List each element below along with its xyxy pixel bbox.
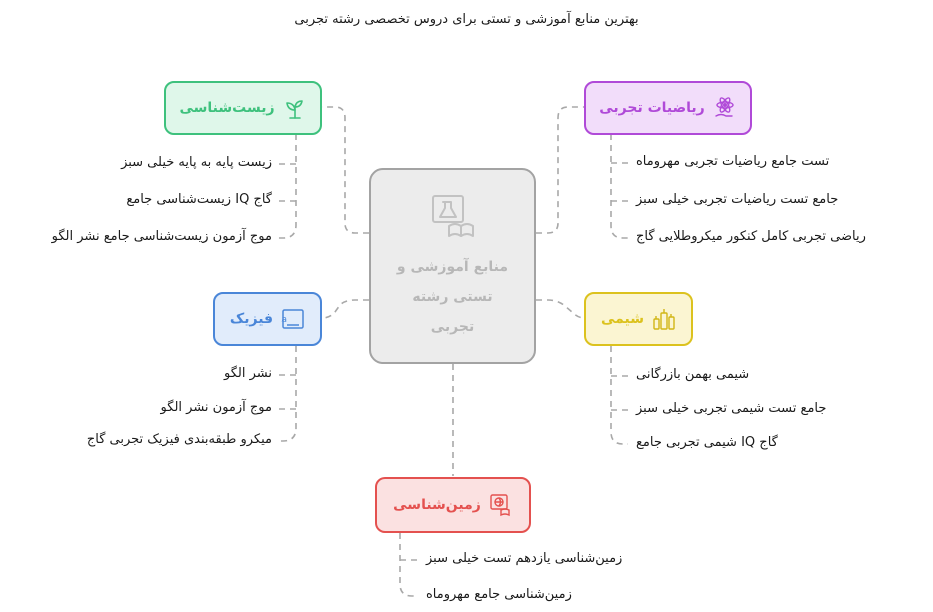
branch-geology	[399, 533, 418, 597]
node-biology-label: زیست‌شناسی	[179, 100, 275, 116]
math-item-2: جامع تست ریاضیات تجربی خیلی سبز	[636, 192, 839, 207]
chemistry-item-1: شیمی بهمن بازرگانی	[636, 367, 750, 382]
central-topic-text: منابع آموزشی و تستی رشته تجربی	[371, 252, 534, 342]
branch-math	[610, 134, 628, 239]
branch-biology	[276, 134, 297, 239]
branch-physics	[276, 346, 297, 442]
physics-item-3: میکرو طبقه‌بندی فیزیک تجربی گاج	[86, 432, 272, 447]
formula-icon: Ra	[281, 309, 304, 329]
central-line-2: تستی رشته	[412, 289, 493, 305]
central-topic: منابع آموزشی و تستی رشته تجربی	[369, 168, 536, 364]
math-item-1: تست جامع ریاضیات تجربی مهروماه	[636, 154, 830, 169]
atom-hand-icon	[715, 97, 734, 117]
node-math-label: ریاضیات تجربی	[599, 100, 705, 116]
connector-math	[536, 106, 584, 234]
node-physics: Ra فیزیک	[213, 292, 322, 346]
node-geology: زمین‌شناسی	[375, 477, 531, 533]
physics-item-1: نشر الگو	[224, 366, 272, 381]
globe-book-icon	[490, 494, 510, 517]
node-physics-label: فیزیک	[229, 311, 274, 327]
biology-item-1: زیست پایه به پایه خیلی سبز	[121, 155, 272, 170]
math-item-3: ریاضی تجربی کامل کنکور میکروطلایی گاج	[636, 229, 866, 244]
lab-book-icon	[432, 195, 474, 237]
plant-icon	[285, 100, 303, 119]
biology-item-2: گاج IQ زیست‌شناسی جامع	[126, 192, 272, 207]
node-biology: زیست‌شناسی	[164, 81, 322, 135]
svg-text:Ra: Ra	[281, 315, 287, 325]
chemistry-item-3: گاج IQ شیمی تجربی جامع	[636, 435, 778, 450]
connector-chemistry	[536, 299, 585, 319]
page-title: بهترین منابع آموزشی و تستی برای دروس تخص…	[294, 12, 639, 27]
connector-biology	[322, 106, 369, 234]
central-line-1: منابع آموزشی و	[396, 259, 509, 275]
node-geology-label: زمین‌شناسی	[393, 497, 481, 513]
geology-item-2: زمین‌شناسی جامع مهروماه	[426, 587, 572, 602]
flasks-icon	[653, 309, 675, 330]
physics-item-2: موج آزمون نشر الگو	[160, 400, 272, 415]
chemistry-item-2: جامع تست شیمی تجربی خیلی سبز	[636, 401, 827, 416]
biology-item-3: موج آزمون زیست‌شناسی جامع نشر الگو	[51, 229, 272, 244]
node-chemistry: شیمی	[584, 292, 693, 346]
node-chemistry-label: شیمی	[600, 311, 645, 327]
central-line-3: تجربی	[430, 319, 475, 335]
branch-chemistry	[610, 346, 628, 445]
connector-physics	[321, 299, 369, 319]
node-math: ریاضیات تجربی	[584, 81, 752, 135]
geology-item-1: زمین‌شناسی یازدهم تست خیلی سبز	[426, 551, 623, 566]
